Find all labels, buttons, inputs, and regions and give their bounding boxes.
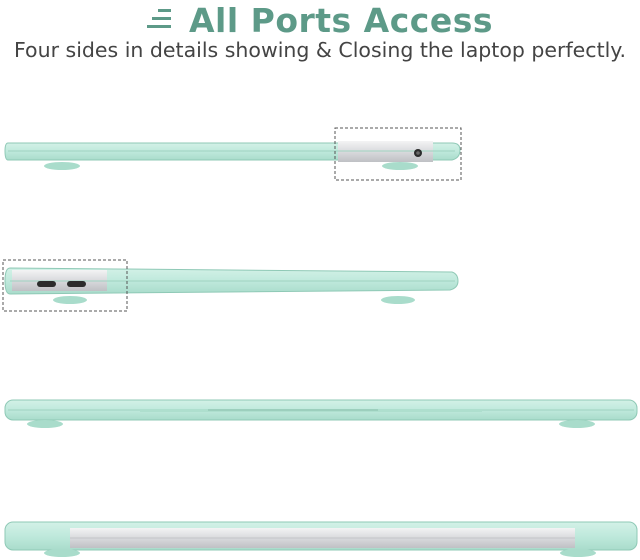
- case-foot: [559, 420, 595, 428]
- list-lines-icon: [146, 9, 171, 28]
- right-side-view: [4, 127, 462, 181]
- front-view: [4, 399, 638, 428]
- case-foot: [382, 162, 418, 170]
- page-title: All Ports Access: [188, 0, 494, 40]
- case-foot: [27, 420, 63, 428]
- port-highlight-frame: [2, 259, 128, 312]
- usb-c-port: [67, 281, 86, 287]
- left-side-view: [2, 259, 459, 312]
- usb-c-port: [37, 281, 56, 287]
- case-foot: [44, 162, 80, 170]
- header: All Ports Access Four sides in details s…: [0, 0, 640, 80]
- back-view: [4, 521, 638, 557]
- page-subtitle: Four sides in details showing & Closing …: [13, 38, 627, 62]
- port-highlight-frame: [334, 127, 462, 181]
- case-foot: [53, 296, 87, 304]
- case-foot: [560, 549, 596, 557]
- title-row: All Ports Access: [0, 0, 640, 40]
- case-foot: [381, 296, 415, 304]
- lid-notch: [208, 409, 378, 411]
- case-foot: [44, 549, 80, 557]
